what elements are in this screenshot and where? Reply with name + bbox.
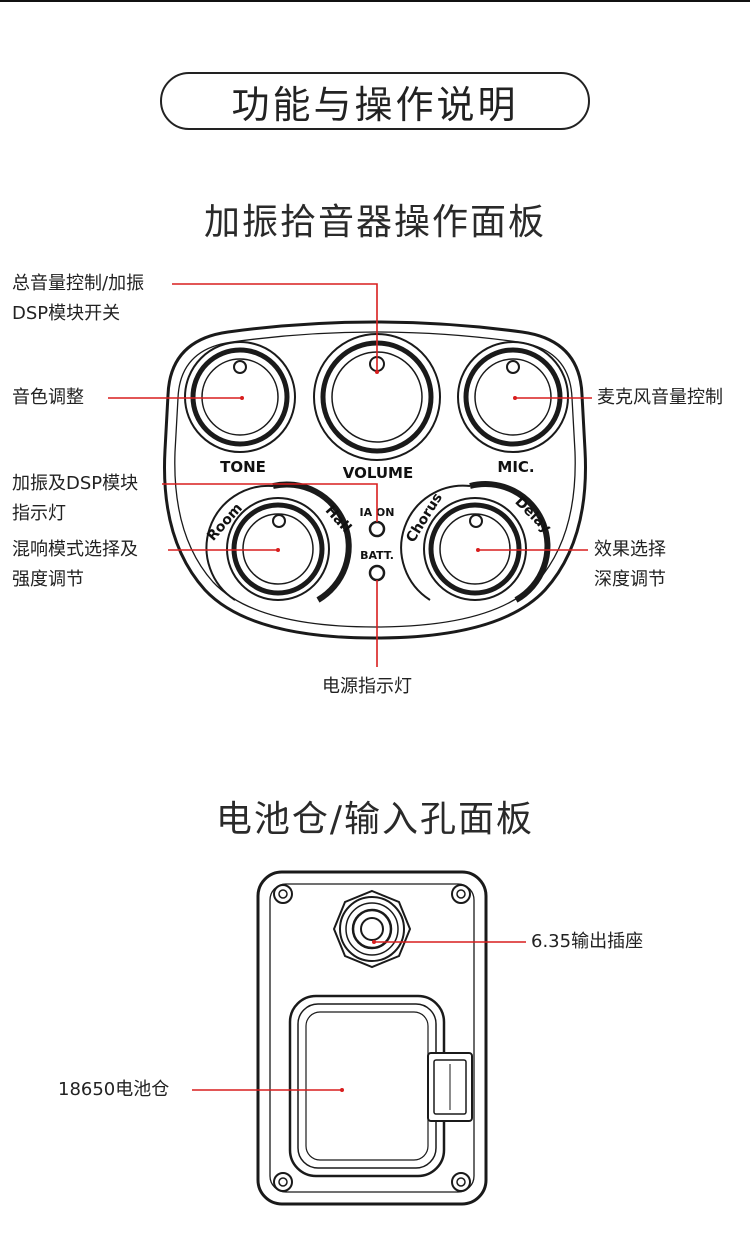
callout-mic: 麦克风音量控制 <box>597 387 723 408</box>
panel1-leader-lines <box>108 283 592 667</box>
ia-on-led <box>368 520 386 538</box>
effect-knob-indicator <box>469 514 483 528</box>
batt-label: BATT. <box>360 549 394 562</box>
mic-label: MIC. <box>497 458 534 476</box>
reverb-room-label: Room <box>204 500 246 544</box>
callout-reverb-line1: 混响模式选择及 <box>12 539 138 560</box>
leader-ia-on-led <box>162 483 378 522</box>
effect-delay-label: Delay <box>512 494 554 536</box>
callout-led-line2: 指示灯 <box>12 503 66 524</box>
output-jack[interactable] <box>332 889 412 969</box>
screw-bottom-left <box>273 1172 293 1192</box>
callout-led: 加振及DSP模块 指示灯 <box>12 469 138 529</box>
reverb-arc-scale <box>205 481 352 603</box>
leader-master-volume <box>172 283 378 372</box>
reverb-knob-indicator <box>272 514 286 528</box>
mic-knob[interactable] <box>457 341 569 453</box>
batt-led <box>368 564 386 582</box>
panel2-leader-lines <box>192 941 526 1091</box>
callout-battery: 18650电池仓 <box>58 1079 170 1100</box>
top-divider <box>0 0 750 2</box>
callout-tone: 音色调整 <box>12 387 84 408</box>
callout-master-volume-line2: DSP模块开关 <box>12 303 121 324</box>
screw-bottom-right <box>451 1172 471 1192</box>
banner-title: 功能与操作说明 <box>231 82 519 127</box>
screw-top-right <box>451 884 471 904</box>
battery-door-latch[interactable] <box>427 1052 473 1122</box>
effect-arc-scale <box>400 481 551 603</box>
panel1-title: 加振拾音器操作面板 <box>203 202 546 243</box>
callout-effect-line2: 深度调节 <box>594 569 666 590</box>
callout-reverb-line2: 强度调节 <box>12 569 84 590</box>
callout-effect: 效果选择 深度调节 <box>594 535 666 595</box>
effect-knob[interactable] <box>423 497 527 601</box>
callout-power-led: 电源指示灯 <box>322 676 412 697</box>
callout-effect-line1: 效果选择 <box>594 539 666 560</box>
callout-reverb: 混响模式选择及 强度调节 <box>12 535 138 595</box>
tone-knob-indicator <box>233 360 247 374</box>
tone-knob[interactable] <box>184 341 296 453</box>
callout-master-volume-line1: 总音量控制/加振 <box>12 273 145 294</box>
panel2-title: 电池仓/输入孔面板 <box>215 799 535 840</box>
battery-compartment-door[interactable] <box>288 994 446 1178</box>
leader-endpoints <box>240 370 517 552</box>
control-panel-outline <box>163 320 587 640</box>
callout-led-line1: 加振及DSP模块 <box>12 473 139 494</box>
mic-knob-indicator <box>506 360 520 374</box>
volume-label: VOLUME <box>343 464 413 482</box>
callout-output-jack: 6.35输出插座 <box>531 931 644 952</box>
callout-master-volume: 总音量控制/加振 DSP模块开关 <box>12 269 144 329</box>
tone-label: TONE <box>220 458 266 476</box>
screw-top-left <box>273 884 293 904</box>
battery-panel-plate <box>256 870 488 1206</box>
section-banner: 功能与操作说明 <box>160 72 590 130</box>
